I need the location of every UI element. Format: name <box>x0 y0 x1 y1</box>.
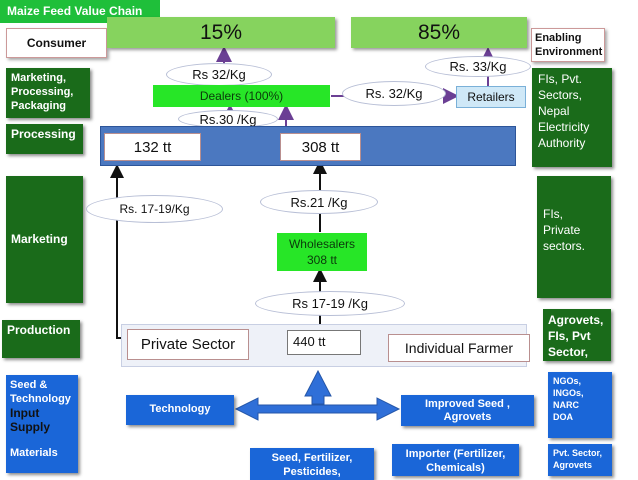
marketing-processing-label: Marketing, Processing, Packaging <box>6 68 90 118</box>
private-sector-box: Private Sector <box>127 329 249 360</box>
wholesalers-box: Wholesalers 308 tt <box>277 233 367 271</box>
farmer-qty-box: 440 tt <box>287 330 361 355</box>
input-supply-label: Seed & Technology Input Supply Materials <box>6 375 78 473</box>
price-dealer-retailer: Rs. 32/Kg <box>342 81 446 106</box>
share-85-box: 85% <box>351 17 527 48</box>
seed-technology-text: Seed & Technology <box>10 379 71 405</box>
pvt-agrovets-label: Pvt. Sector, Agrovets <box>548 444 612 476</box>
processing-qty-private: 132 tt <box>104 133 201 161</box>
price-farmer-private: Rs. 17-19/Kg <box>86 195 223 223</box>
share-15-box: 15% <box>107 17 335 48</box>
price-farmer-wholesaler: Rs 17-19 /Kg <box>255 291 405 316</box>
retailers-box: Retailers <box>456 86 526 108</box>
seed-fertilizer-box: Seed, Fertilizer, Pesticides, <box>250 448 374 480</box>
price-processor-dealer: Rs.30 /Kg <box>178 110 278 128</box>
price-retailer-consumer: Rs. 33/Kg <box>425 56 531 77</box>
materials-text: Materials <box>10 447 58 459</box>
importer-box: Importer (Fertilizer, Chemicals) <box>392 444 519 476</box>
input-supply-text: Input Supply <box>10 406 51 434</box>
improved-seed-box: Improved Seed , Agrovets <box>401 395 534 426</box>
price-wholesaler-processor: Rs.21 /Kg <box>260 190 378 214</box>
ngos-label: NGOs, INGOs, NARC DOA <box>548 372 612 438</box>
marketing-label: Marketing <box>6 176 83 303</box>
technology-box: Technology <box>126 395 234 425</box>
processing-label: Processing <box>6 124 83 154</box>
enabling-environment-label: Enabling Environment <box>531 28 605 62</box>
processing-qty-wholesale: 308 tt <box>280 133 361 161</box>
consumer-label: Consumer <box>6 28 107 58</box>
fis-pvt-nea-label: FIs, Pvt. Sectors, Nepal Electricity Aut… <box>532 68 612 167</box>
production-label: Production <box>2 320 80 358</box>
price-dealer-consumer: Rs 32/Kg <box>166 63 272 86</box>
fis-private-label: FIs, Private sectors. <box>537 176 611 298</box>
dealers-box: Dealers (100%) <box>153 85 330 107</box>
individual-farmer-box: Individual Farmer <box>388 334 530 362</box>
agrovets-fis-label: Agrovets, FIs, Pvt Sector, <box>543 309 611 361</box>
